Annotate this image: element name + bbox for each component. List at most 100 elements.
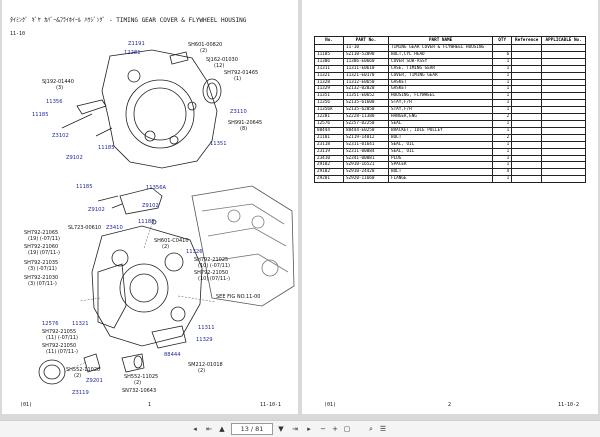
- table-cell-ref: [511, 126, 543, 135]
- callout-label: SL723-00610: [68, 225, 101, 231]
- table-cell-name: TIMING GEAR COVER & FLYWHEEL HOUSING: [387, 44, 494, 52]
- table-cell-name: COVER, TIMING GEAR: [387, 71, 494, 80]
- previous-page-icon[interactable]: ◂: [193, 425, 197, 433]
- table-cell-ref: [511, 99, 543, 108]
- callout-label: SM212-01018: [188, 362, 223, 368]
- table-cell-name: FLANGE: [387, 175, 494, 184]
- table-cell-pn: SZ920-11660: [343, 175, 389, 184]
- table-cell-pn: 11351-E0652: [343, 92, 389, 101]
- callout-label: (2): [200, 48, 207, 54]
- table-cell-name: HANGER,ENG: [387, 113, 494, 121]
- table-cell-ref: [511, 106, 543, 115]
- callout-label: SH792-21035: [24, 260, 58, 266]
- callout-label: (2): [162, 244, 169, 250]
- callout-label: SH792-21030: [24, 275, 58, 281]
- first-page-icon[interactable]: ⇤: [206, 425, 212, 433]
- callout-label: SH601-00820: [188, 42, 222, 48]
- callout-label: 11185: [138, 219, 155, 225]
- callout-label: SH792-01465: [224, 70, 258, 76]
- table-cell-no: Z9201: [314, 175, 344, 184]
- callout-label: (1): [234, 76, 241, 82]
- table-cell-no: 11351: [314, 92, 344, 101]
- table-cell-app: [541, 154, 586, 163]
- footer-code: (01): [20, 402, 33, 408]
- table-cell-app: [541, 140, 586, 149]
- callout-label: SH792-21050: [42, 343, 76, 349]
- zoom-out-icon[interactable]: −: [320, 425, 326, 433]
- table-cell-app: [541, 99, 586, 108]
- table-cell-app: [541, 126, 586, 135]
- table-cell-qty: 1: [492, 99, 513, 108]
- table-cell-no: 11356: [314, 99, 344, 108]
- table-cell-ref: [511, 168, 543, 177]
- table-cell-app: [541, 71, 586, 80]
- table-cell-ref: [511, 44, 543, 52]
- table-cell-no: 88444: [314, 126, 344, 135]
- table-cell-pn: 11311-E0610: [343, 64, 389, 73]
- table-cell-name: GASKET: [387, 78, 494, 87]
- table-cell-name: SEAL, OIL: [387, 147, 494, 156]
- table-cell-app: [541, 161, 586, 170]
- table-cell-no: 11311: [314, 64, 344, 73]
- table-cell-qty: 1: [492, 78, 513, 87]
- page-down-icon[interactable]: ▼: [278, 425, 284, 433]
- table-cell-no: Z9102: [314, 168, 344, 177]
- callout-label: (2): [74, 373, 81, 379]
- page-indicator-field[interactable]: 13 / 81: [231, 423, 273, 435]
- table-cell-name: COVER SUB-ASSY: [387, 57, 494, 66]
- last-page-icon[interactable]: ⇥: [292, 425, 298, 433]
- page-ref: 11-10-2: [558, 402, 580, 408]
- callout-label: Z9201: [86, 378, 103, 384]
- table-cell-pn: SZ135-61600: [343, 99, 389, 108]
- callout-label: (3): [56, 85, 63, 91]
- zoom-in-icon[interactable]: +: [332, 425, 338, 433]
- callout-label: (19) (-07/11): [28, 236, 60, 242]
- table-cell-app: [541, 133, 586, 142]
- table-cell-name: STAY,F/H: [387, 99, 494, 108]
- table-cell-qty: 1: [492, 161, 513, 170]
- callout-label: SJ192-01440: [42, 79, 74, 85]
- page-up-icon[interactable]: ▲: [219, 425, 225, 433]
- column-header: QTY: [492, 36, 513, 45]
- callout-label: (10) (07/11-): [198, 276, 230, 282]
- table-cell-qty: 1: [492, 85, 513, 94]
- callout-label: 11356: [46, 99, 63, 105]
- table-cell-name: BOLT,CYL HEAD: [387, 50, 494, 59]
- table-cell-ref: [511, 147, 543, 156]
- column-header: PART No.: [343, 36, 389, 45]
- menu-icon[interactable]: ☰: [379, 425, 387, 433]
- callout-label: 12281: [124, 50, 141, 56]
- table-cell-qty: 2: [492, 113, 513, 121]
- table-cell-qty: 1: [492, 64, 513, 73]
- next-page-icon[interactable]: ▸: [307, 425, 311, 433]
- fit-page-icon[interactable]: ▢: [343, 425, 351, 433]
- table-cell-app: [541, 168, 586, 177]
- callout-label: 11311: [198, 325, 215, 331]
- table-cell-no: 11356A: [314, 106, 344, 115]
- table-cell-name: STAY,F/H: [387, 106, 494, 115]
- callout-label: SN732-10643: [122, 388, 156, 394]
- table-cell-ref: [511, 50, 543, 59]
- table-cell-name: BOLT: [387, 133, 494, 142]
- table-cell-pn: 11321-E0170: [343, 71, 389, 80]
- table-cell-ref: [511, 154, 543, 163]
- table-cell-name: SEAL: [387, 119, 494, 128]
- search-icon[interactable]: ⌕: [369, 425, 373, 433]
- table-cell-ref: [511, 71, 543, 80]
- callout-label: (3) (07/11-): [28, 281, 57, 287]
- callout-label: (3) (-07/11): [28, 266, 57, 272]
- table-cell-ref: [511, 78, 543, 87]
- table-cell-name: CASE, TIMING GEAR: [387, 64, 494, 73]
- table-cell-qty: 1: [492, 119, 513, 128]
- table-cell-no: 11329: [314, 85, 344, 94]
- table-cell-qty: 1: [492, 57, 513, 66]
- table-cell-pn: SZ311-01641: [343, 140, 389, 149]
- table-cell-no: 11328: [314, 78, 344, 87]
- page-number: 2: [448, 402, 452, 408]
